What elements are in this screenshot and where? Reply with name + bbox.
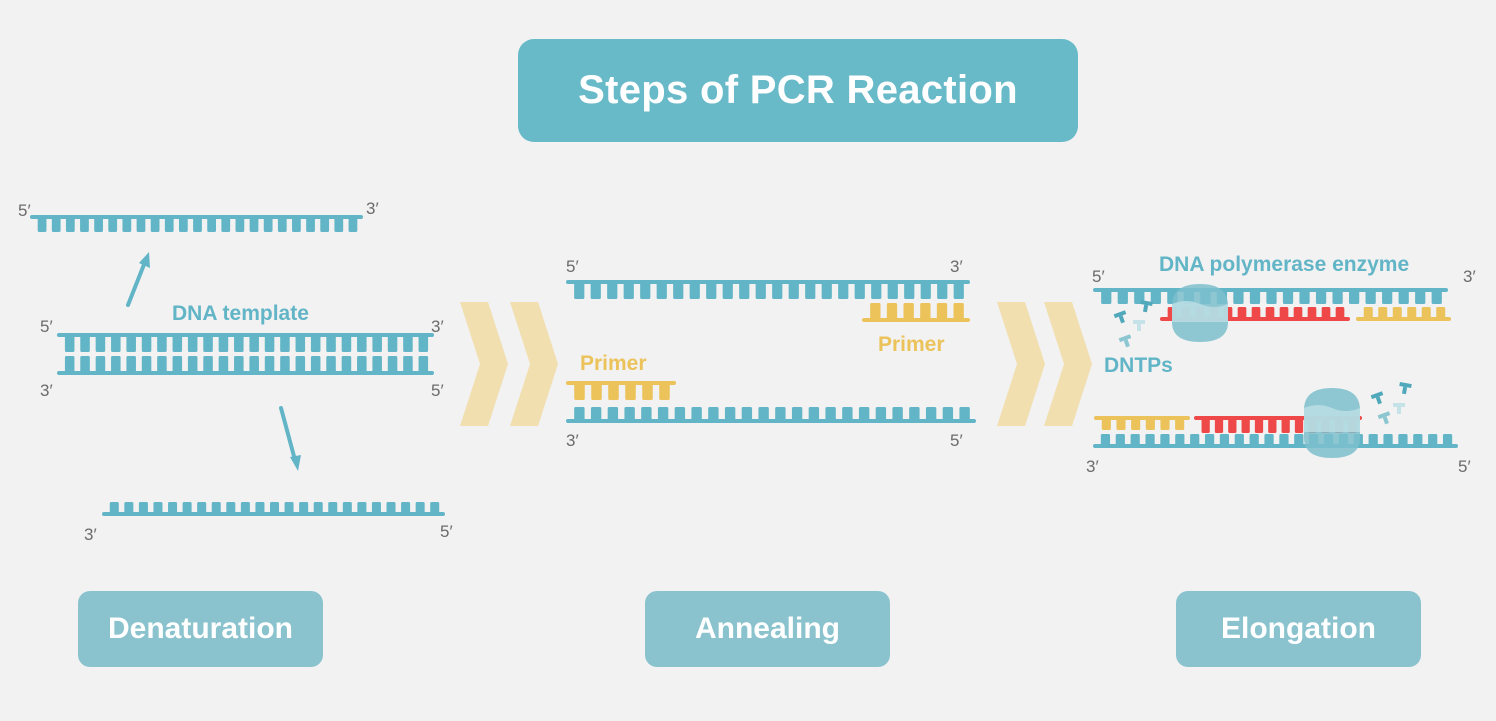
primer-bottom-elong xyxy=(1094,416,1190,430)
step-annealing: Annealing xyxy=(645,591,890,667)
elong-template-bottom xyxy=(1093,434,1458,448)
end-label: 3′ xyxy=(950,257,963,276)
chevron-icon xyxy=(1044,302,1092,426)
end-label: 3′ xyxy=(1086,457,1099,476)
chevron-arrow-1 xyxy=(460,302,558,426)
polymerase-enzyme-bottom xyxy=(1304,388,1360,458)
end-label: 5′ xyxy=(40,317,53,336)
chevron-icon xyxy=(997,302,1045,426)
end-label: 5′ xyxy=(566,257,579,276)
end-label: 3′ xyxy=(566,431,579,450)
dntp-icon xyxy=(1393,403,1405,414)
chevron-arrow-2 xyxy=(997,302,1092,426)
end-label: 3′ xyxy=(366,199,379,218)
single-strand-top xyxy=(30,215,363,232)
dntp-icon xyxy=(1370,391,1384,405)
end-label: 5′ xyxy=(1458,457,1471,476)
step-denaturation: Denaturation xyxy=(78,591,323,667)
dna-template-label: DNA template xyxy=(172,302,309,325)
double-strand-bottom xyxy=(57,356,434,375)
end-label: 3′ xyxy=(1463,267,1476,286)
template-strand-bottom xyxy=(566,407,976,423)
dntp-icon xyxy=(1133,320,1145,331)
dntp-icon xyxy=(1140,300,1153,313)
dntp-icon xyxy=(1377,411,1391,425)
template-strand-top xyxy=(566,280,970,299)
title-banner: Steps of PCR Reaction xyxy=(518,39,1078,142)
dntp-icon xyxy=(1113,310,1127,324)
end-label: 3′ xyxy=(40,381,53,400)
step-elongation: Elongation xyxy=(1176,591,1421,667)
step-label: Elongation xyxy=(1221,612,1376,645)
dntp-icon xyxy=(1118,334,1132,348)
polymerase-enzyme-top xyxy=(1172,284,1228,342)
end-label: 3′ xyxy=(431,317,444,336)
end-label: 5′ xyxy=(431,381,444,400)
dntp-icon xyxy=(1399,382,1412,395)
single-strand-bottom xyxy=(102,502,445,516)
chevron-icon xyxy=(510,302,558,426)
dntps-label: DNTPs xyxy=(1104,354,1173,377)
primer-top xyxy=(862,303,970,322)
chevron-icon xyxy=(460,302,508,426)
arrow-down-icon xyxy=(279,406,301,471)
end-label: 5′ xyxy=(18,201,31,220)
end-label: 5′ xyxy=(440,522,453,541)
end-label: 5′ xyxy=(950,431,963,450)
polymerase-label: DNA polymerase enzyme xyxy=(1159,253,1409,276)
end-label: 5′ xyxy=(1092,267,1105,286)
step-label: Denaturation xyxy=(107,612,293,645)
page-title: Steps of PCR Reaction xyxy=(578,68,1018,112)
primer-top-elong xyxy=(1356,307,1451,321)
double-strand-top xyxy=(57,333,434,352)
end-label: 3′ xyxy=(84,525,97,544)
primer-label-top: Primer xyxy=(878,333,945,356)
arrow-up-icon xyxy=(126,252,150,307)
primer-bottom xyxy=(566,381,676,400)
primer-label-bottom: Primer xyxy=(580,352,647,375)
step-label: Annealing xyxy=(694,612,840,645)
